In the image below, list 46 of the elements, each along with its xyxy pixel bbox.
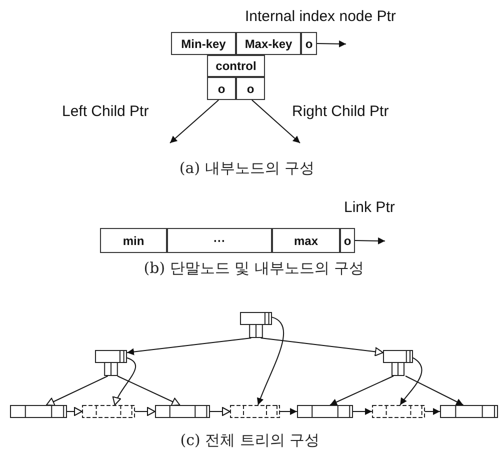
pointer-cell: o — [207, 77, 236, 100]
arrow — [46, 376, 108, 406]
arrow — [316, 40, 346, 48]
arrow — [126, 338, 252, 356]
arrow — [330, 376, 394, 406]
dashed-leaf-node — [372, 405, 425, 418]
arrow — [352, 408, 372, 415]
dashed-leaf-node — [82, 405, 135, 418]
index-node — [95, 350, 127, 376]
arrow — [424, 408, 440, 415]
leaf-node — [10, 405, 67, 418]
arrow — [113, 357, 136, 406]
arrow — [257, 316, 284, 406]
leaf-node — [297, 405, 353, 418]
field-cell: Min-key — [171, 32, 236, 55]
leaf-node — [440, 405, 498, 418]
arrow — [134, 407, 156, 416]
arrow — [66, 407, 82, 416]
arrow — [116, 376, 180, 406]
arrow — [251, 100, 300, 144]
edge-label: Right Child Ptr — [292, 104, 389, 119]
edge-label: Internal index node Ptr — [245, 9, 396, 24]
field-cell: ··· — [167, 228, 272, 253]
index-node — [383, 350, 413, 376]
arrow — [354, 237, 386, 244]
dashed-leaf-node — [230, 405, 280, 418]
field-cell: max — [272, 228, 340, 253]
field-cell: min — [100, 228, 167, 253]
figure-caption: (a) 내부노드의 구성 — [179, 161, 315, 176]
arrow — [170, 100, 220, 144]
figure-caption: (b) 단말노드 및 내부노드의 구성 — [144, 261, 364, 276]
figure-caption: (c) 전체 트리의 구성 — [180, 433, 320, 448]
arrow — [400, 357, 422, 406]
edge-label: Link Ptr — [344, 200, 395, 215]
arrow — [280, 408, 298, 415]
pointer-cell: o — [301, 32, 317, 55]
arrow — [210, 407, 230, 416]
arrow — [260, 338, 384, 356]
field-cell: Max-key — [236, 32, 301, 55]
pointer-cell: o — [236, 77, 265, 100]
arrow — [405, 376, 464, 406]
pointer-cell: o — [340, 228, 355, 253]
edge-label: Left Child Ptr — [62, 104, 149, 119]
field-cell: control — [207, 55, 265, 77]
index-node — [240, 312, 272, 338]
leaf-node — [155, 405, 210, 418]
